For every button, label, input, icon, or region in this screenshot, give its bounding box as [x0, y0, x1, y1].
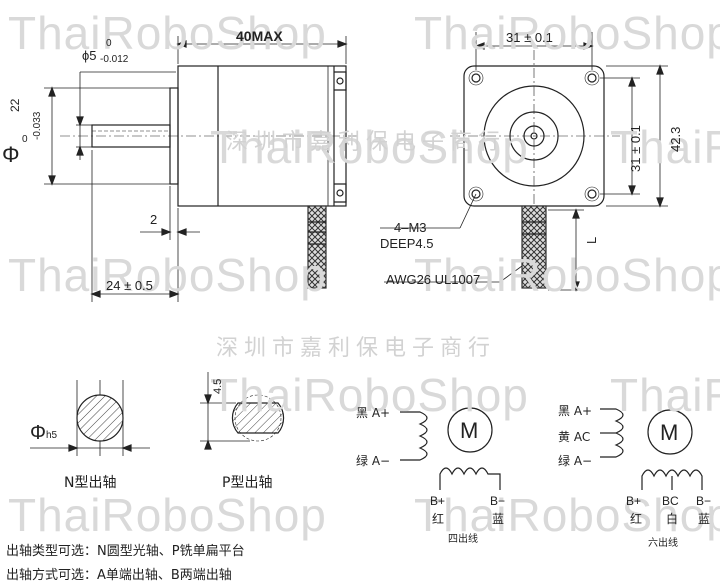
p-caption: P型出轴 — [222, 475, 273, 491]
w6-motor-letter: M — [660, 420, 679, 445]
p-dim-label: 4.5 — [212, 378, 224, 394]
wire-label: AWG26 UL1007 — [386, 272, 481, 287]
w6-a-plus: 黑 A+ — [558, 404, 593, 418]
hole-spacing-side: 31 ± 0.1 — [628, 125, 643, 172]
w6-b-minus-color: 蓝 — [698, 512, 711, 526]
note-shaft-mode: 出轴方式可选：A单端出轴、B两端出轴 — [6, 568, 232, 583]
watermark-company: 深圳市嘉利保电子商行 — [216, 336, 497, 361]
body-size: 42.3 — [668, 126, 683, 152]
side-view — [380, 32, 668, 292]
w6-b-plus-color: 红 — [630, 512, 643, 526]
w6-b-plus: B+ — [626, 494, 642, 508]
motor-symbol-4wire — [447, 407, 493, 453]
wiring-4wire — [400, 407, 501, 490]
shaft-upper-tol: 0 — [22, 134, 28, 145]
watermark-company: 深圳市嘉利保电子商行 — [226, 130, 507, 155]
w6-caption: 六出线 — [648, 538, 678, 549]
shaft-lower-tol: -0.033 — [32, 111, 43, 140]
w4-b-minus-color: 蓝 — [492, 512, 505, 526]
side-cable — [521, 205, 547, 289]
shaft-len-label: 24 ± 0.5 — [106, 278, 153, 293]
hole-spacing-top: 31 ± 0.1 — [506, 30, 553, 45]
w6-ac: 黄 AC — [558, 430, 591, 444]
front-view — [44, 36, 360, 302]
w4-caption: 四出线 — [448, 534, 478, 545]
coil-a-4wire — [400, 411, 428, 461]
shaft-phi-symbol: Φ — [2, 142, 20, 167]
n-shaft-section — [76, 394, 124, 442]
motor-symbol-6wire — [647, 409, 693, 455]
p-shaft-section — [231, 402, 285, 434]
w6-bc: BC — [662, 494, 679, 508]
w4-a-plus: 黑 A+ — [356, 406, 391, 420]
w6-bc-color: 白 — [666, 512, 679, 526]
w4-motor-letter: M — [460, 418, 479, 443]
w4-b-minus: B− — [490, 494, 506, 508]
front-cable — [307, 205, 327, 289]
shaft-sections — [30, 372, 285, 456]
w4-b-plus-color: 红 — [432, 512, 445, 526]
phi-upper-tol: 0 — [106, 38, 112, 49]
length-label: 40MAX — [236, 28, 283, 44]
wiring-6wire — [600, 408, 703, 490]
w6-b-minus: B− — [696, 494, 712, 508]
flat-label: 2 — [150, 212, 158, 227]
mount-label: 4–M3 — [394, 220, 427, 235]
n-h5-label: h5 — [46, 430, 58, 441]
coil-b-6wire — [641, 469, 703, 490]
shaft-dia-label: 22 — [8, 98, 22, 112]
w6-a-minus: 绿 A− — [558, 454, 593, 468]
n-phi-symbol: Φ — [30, 422, 46, 444]
w4-a-minus: 绿 A− — [356, 454, 391, 468]
depth-label: DEEP4.5 — [380, 236, 434, 251]
n-caption: N型出轴 — [64, 475, 117, 491]
coil-b-4wire — [439, 467, 501, 490]
length-var: L — [584, 236, 599, 244]
phi-lower-tol: -0.012 — [100, 54, 129, 65]
mounting-holes — [468, 70, 600, 202]
note-shaft-type: 出轴类型可选：N圆型光轴、P铣单扁平台 — [6, 544, 245, 559]
w4-b-plus: B+ — [430, 494, 446, 508]
phi-label: ϕ5 — [82, 48, 97, 63]
